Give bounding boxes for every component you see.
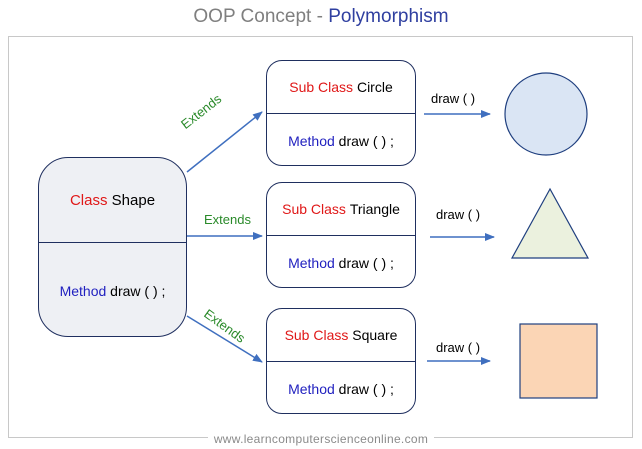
subclass-circle-method: Method draw ( ) ; [267, 115, 415, 167]
class-keyword: Class [69, 191, 108, 209]
title-prefix: OOP Concept - [193, 6, 329, 27]
subclass-square-method: Method draw ( ) ; [267, 363, 415, 415]
class-name: Shape [111, 191, 156, 209]
draw-call-circle: draw ( ) [431, 91, 476, 106]
subclass-triangle-method: Method draw ( ) ; [267, 237, 415, 289]
subclass-name: Triangle [349, 201, 400, 217]
subclass-keyword: Sub Class [284, 327, 349, 343]
method-keyword: Method [59, 283, 107, 299]
subclass-divider [267, 361, 415, 362]
subclass-name: Circle [356, 79, 393, 95]
base-class-method: Method draw ( ) ; [39, 244, 186, 338]
subclass-keyword: Sub Class [289, 79, 354, 95]
method-signature: draw ( ) ; [338, 133, 394, 149]
method-signature: draw ( ) ; [338, 255, 394, 271]
base-class-box: Class Shape Method draw ( ) ; [38, 157, 187, 337]
subclass-circle-header: Sub Class Circle [267, 61, 415, 113]
subclass-square-header: Sub Class Square [267, 309, 415, 361]
draw-call-triangle: draw ( ) [436, 207, 481, 222]
method-keyword: Method [288, 133, 335, 149]
footer-watermark: www.learncomputerscienceonline.com [0, 430, 642, 448]
square-shape [519, 323, 598, 399]
base-class-divider [39, 242, 186, 243]
subclass-keyword: Sub Class [282, 201, 346, 217]
triangle-shape [510, 187, 590, 259]
subclass-divider [267, 113, 415, 114]
method-keyword: Method [288, 381, 335, 397]
extends-arrow-circle [186, 111, 263, 173]
method-signature: draw ( ) ; [338, 381, 394, 397]
subclass-divider [267, 235, 415, 236]
footer-url: www.learncomputerscienceonline.com [207, 432, 435, 446]
circle-shape [504, 72, 588, 156]
subclass-triangle-header: Sub Class Triangle [267, 183, 415, 235]
method-signature: draw ( ) ; [110, 283, 166, 299]
extends-arrow-square [186, 315, 263, 363]
subclass-square-box: Sub Class Square Method draw ( ) ; [266, 308, 416, 414]
extends-label-triangle: Extends [204, 212, 251, 227]
subclass-triangle-box: Sub Class Triangle Method draw ( ) ; [266, 182, 416, 288]
page-title: OOP Concept - Polymorphism [0, 6, 642, 28]
subclass-circle-box: Sub Class Circle Method draw ( ) ; [266, 60, 416, 166]
method-keyword: Method [288, 255, 335, 271]
title-highlight: Polymorphism [328, 6, 449, 27]
subclass-name: Square [352, 327, 398, 343]
draw-call-square: draw ( ) [436, 340, 481, 355]
base-class-header: Class Shape [39, 158, 186, 242]
